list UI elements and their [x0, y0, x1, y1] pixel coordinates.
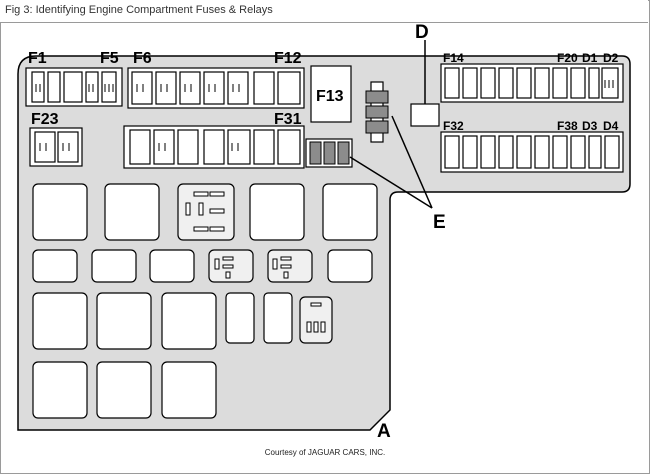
label-a: A [377, 421, 391, 442]
relay-18 [32, 361, 88, 419]
label-f20: F20 [557, 51, 578, 65]
relay-14 [161, 292, 217, 350]
relay-5 [322, 183, 378, 241]
relay-19 [96, 361, 152, 419]
relay-11 [327, 249, 373, 283]
label-d4: D4 [603, 119, 619, 133]
relay-12 [32, 292, 88, 350]
label-f23: F23 [31, 111, 59, 128]
label-f5: F5 [100, 50, 119, 67]
label-d: D [415, 22, 429, 43]
label-f1: F1 [28, 50, 47, 67]
label-d2: D2 [603, 51, 619, 65]
label-f31: F31 [274, 111, 302, 128]
relay-16 [263, 292, 293, 344]
relay-4 [249, 183, 305, 241]
label-f13: F13 [316, 88, 344, 105]
relay-8 [149, 249, 195, 283]
fuse-f13-maxi [310, 65, 352, 123]
label-d3: D3 [582, 119, 598, 133]
relay-3 [177, 183, 235, 241]
label-f12: F12 [274, 50, 302, 67]
relay-15 [225, 292, 255, 344]
relay-2 [104, 183, 160, 241]
label-f14: F14 [443, 51, 464, 65]
relay-7 [91, 249, 137, 283]
relay-d [410, 103, 440, 127]
relay-13 [96, 292, 152, 350]
relay-20 [161, 361, 217, 419]
label-f38: F38 [557, 119, 578, 133]
label-f6: F6 [133, 50, 152, 67]
figure-caption: Fig 3: Identifying Engine Compartment Fu… [5, 4, 273, 16]
relay-6 [32, 249, 78, 283]
label-f32: F32 [443, 119, 464, 133]
label-e: E [433, 212, 446, 233]
image-credit: Courtesy of JAGUAR CARS, INC. [264, 448, 386, 457]
caption-bar: Fig 3: Identifying Engine Compartment Fu… [0, 0, 648, 23]
label-d1: D1 [582, 51, 598, 65]
relay-1 [32, 183, 88, 241]
